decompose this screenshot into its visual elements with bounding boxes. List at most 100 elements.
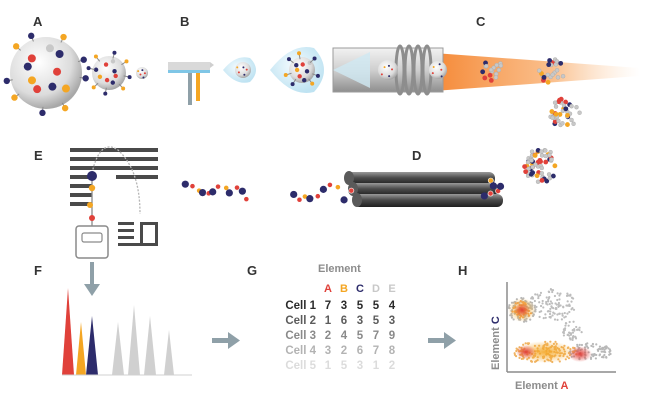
metal-tag — [242, 66, 245, 69]
ion — [488, 67, 494, 73]
ion — [87, 171, 97, 181]
ion — [534, 173, 540, 179]
scatter-dot — [561, 312, 564, 315]
scatter-dot — [533, 299, 536, 303]
scatter-dot — [556, 292, 559, 295]
scatter-dot — [531, 297, 535, 300]
biaxial-scatter: Element A Element C — [490, 282, 616, 392]
ion — [545, 79, 551, 85]
ion — [543, 148, 548, 153]
panel-b-nebulizer — [168, 62, 214, 105]
antibody-tag — [286, 57, 291, 62]
scatter-dot — [545, 296, 548, 299]
detector — [75, 174, 109, 259]
antibody-tag — [310, 81, 315, 86]
scatter-dot — [536, 293, 539, 296]
ion — [198, 189, 207, 197]
metal-tag — [110, 80, 115, 85]
scatter-dot — [567, 294, 570, 297]
ion — [550, 173, 556, 179]
table-column-header: E — [388, 283, 395, 295]
scatter-dot — [560, 318, 564, 321]
scatter-dot — [600, 355, 604, 359]
scatter-dot — [542, 306, 545, 309]
antibody-tag — [112, 50, 117, 55]
metal-tag — [27, 54, 36, 63]
scatter-dot — [555, 303, 558, 306]
metal-tag — [431, 72, 434, 75]
scatter-dot — [569, 338, 572, 341]
droplet-small — [223, 57, 256, 83]
ion — [549, 109, 555, 114]
ion — [556, 118, 561, 124]
scatter-dot — [539, 304, 543, 308]
metal-tag — [48, 82, 57, 91]
scatter-dot — [541, 299, 544, 303]
scatter-dot — [562, 305, 565, 308]
scatter-dot — [538, 315, 541, 318]
scatter-dot — [578, 326, 581, 329]
scatter-dot — [544, 313, 547, 316]
ion — [552, 100, 558, 105]
metal-tag — [143, 72, 146, 75]
table-cell: 5 — [357, 300, 364, 312]
spectrum-peak — [112, 322, 124, 375]
scatter-dot — [570, 300, 573, 303]
table-cell: 1 — [325, 315, 332, 327]
scatter-dot — [576, 328, 580, 331]
spectrum-peak — [62, 288, 74, 375]
metal-tag — [237, 71, 240, 74]
scatter-dot — [592, 345, 595, 348]
table-row-label: Cell 3 — [285, 330, 316, 342]
metal-tag — [27, 76, 36, 85]
scatter-dot — [537, 295, 540, 298]
antibody-tag — [290, 82, 295, 87]
panel-label-d: D — [412, 148, 421, 163]
scatter-dot — [549, 310, 552, 313]
scatter-dot — [594, 357, 597, 360]
metal-tag — [432, 66, 435, 69]
metal-tag — [391, 68, 394, 71]
scatter-dot — [534, 293, 537, 296]
scatter-dot — [603, 348, 606, 351]
table-cell: 3 — [389, 315, 395, 327]
scatter-dot — [547, 290, 550, 293]
ion — [480, 69, 486, 75]
ion — [306, 195, 314, 203]
metal-tag — [380, 73, 383, 76]
metal-tag — [104, 77, 110, 83]
metal-tag — [103, 62, 109, 67]
scatter-dot — [590, 344, 593, 347]
scatter-dot — [549, 307, 552, 311]
ion — [565, 112, 570, 118]
panel-label-a: A — [33, 14, 43, 29]
ion — [209, 188, 217, 196]
spectrum-peak — [86, 316, 98, 375]
table-column-header: A — [324, 283, 332, 295]
ion — [529, 158, 534, 163]
ion — [225, 189, 233, 197]
table-cell: 5 — [373, 315, 380, 327]
metal-tag — [383, 66, 386, 69]
scatter-dot — [568, 310, 571, 314]
scatter-dot — [578, 343, 581, 346]
arrow-g-to-h — [428, 332, 456, 349]
table-cell: 9 — [389, 330, 395, 342]
scatter-dot — [547, 297, 550, 300]
ion — [565, 122, 570, 127]
scatter-dot — [553, 318, 557, 321]
ion — [489, 182, 497, 190]
scatter-dot — [564, 324, 567, 327]
ion — [529, 149, 535, 154]
metal-tag — [438, 63, 441, 66]
metal-tag — [236, 66, 239, 69]
antibody-tag — [86, 66, 91, 71]
scatter-dot — [559, 292, 562, 295]
scatter-dot — [574, 335, 577, 338]
ion — [215, 183, 221, 190]
scatter-dot — [551, 290, 554, 294]
antibody-tag — [93, 54, 98, 59]
scatter-dot — [595, 343, 598, 346]
table-row-label: Cell 5 — [285, 360, 316, 372]
